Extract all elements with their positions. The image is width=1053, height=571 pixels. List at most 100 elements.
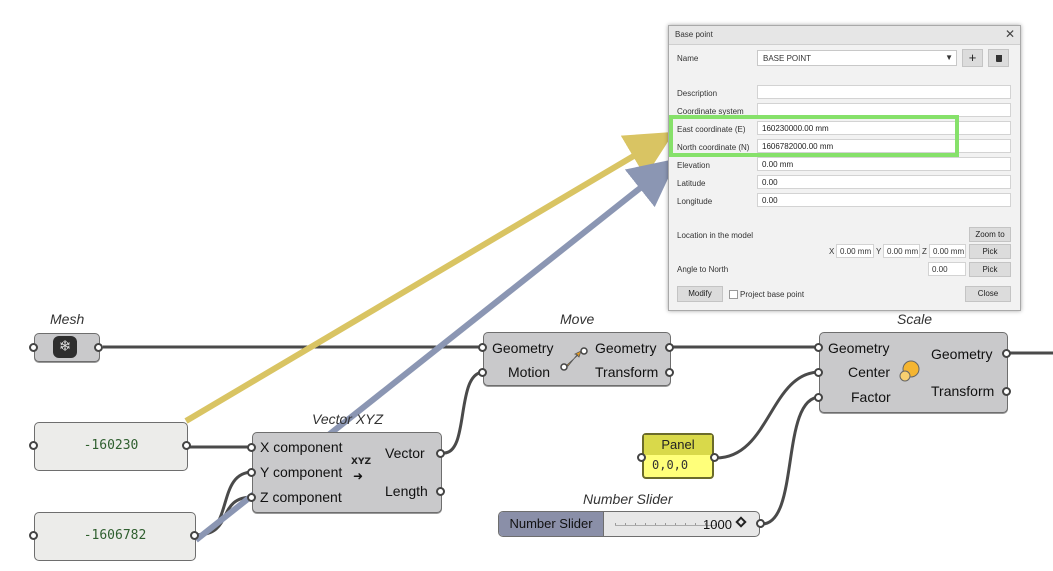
latitude-field[interactable]: 0.00 [757, 175, 1011, 189]
x-label: X [829, 247, 835, 256]
dialog-header: Base point ✕ [669, 26, 1020, 45]
scale-output-transform[interactable]: Transform [931, 383, 995, 399]
name-value: BASE POINT [763, 54, 812, 63]
move-grip-out-1[interactable] [665, 343, 674, 352]
panel-grip-out[interactable] [710, 453, 719, 462]
vector-grip-in-3[interactable] [247, 493, 256, 502]
slider-track[interactable] [615, 523, 717, 526]
scale-input-center[interactable]: Center [848, 364, 891, 380]
vector-xyz-title: Vector XYZ [312, 411, 384, 427]
elevation-field[interactable]: 0.00 mm [757, 157, 1011, 171]
wire-vector-move [443, 370, 485, 455]
scale-icon [899, 360, 920, 382]
vector-grip-in-2[interactable] [247, 468, 256, 477]
param-y-grip-in[interactable] [29, 531, 38, 540]
pick-location-button[interactable]: Pick [969, 244, 1011, 259]
move-icon [560, 347, 588, 371]
angle-to-north-label: Angle to North [677, 265, 729, 274]
param-x-component[interactable]: -160230 [34, 422, 188, 471]
panel-grip-in[interactable] [637, 453, 646, 462]
scale-grip-out-1[interactable] [1002, 349, 1011, 358]
scale-grip-in-2[interactable] [814, 368, 823, 377]
name-select[interactable]: BASE POINT ▼ [757, 50, 957, 66]
move-grip-out-2[interactable] [665, 368, 674, 377]
move-output-transform[interactable]: Transform [595, 364, 659, 380]
number-slider-component[interactable]: Number Slider 1000 [498, 511, 760, 537]
panel-component[interactable]: Panel 0,0,0 [642, 433, 714, 479]
move-input-geometry[interactable]: Geometry [492, 340, 554, 356]
param-x-grip-out[interactable] [182, 441, 191, 450]
description-field[interactable] [757, 85, 1011, 99]
mesh-output-grip[interactable] [94, 343, 103, 352]
slider-handle-icon[interactable] [735, 516, 747, 528]
param-y-value: -1606782 [83, 528, 147, 543]
vector-xyz-component[interactable]: X component Y component Z component Vect… [252, 432, 442, 513]
description-label: Description [677, 89, 718, 98]
coordinate-system-label: Coordinate system [677, 107, 744, 116]
pick-angle-button[interactable]: Pick [969, 262, 1011, 277]
add-base-point-button[interactable]: + [962, 49, 983, 67]
scale-input-geometry[interactable]: Geometry [828, 340, 890, 356]
mesh-input-grip[interactable] [29, 343, 38, 352]
slider-grip-out[interactable] [756, 519, 765, 528]
param-x-grip-in[interactable] [29, 441, 38, 450]
z-label: Z [922, 247, 927, 256]
wire-slider-scale [761, 395, 821, 526]
scale-input-factor[interactable]: Factor [851, 389, 891, 405]
move-title: Move [560, 311, 595, 327]
move-component[interactable]: Geometry Motion Geometry Transform [483, 332, 671, 386]
location-label: Location in the model [677, 231, 754, 240]
scale-output-geometry[interactable]: Geometry [931, 346, 993, 362]
vector-input-z[interactable]: Z component [260, 489, 342, 505]
close-button[interactable]: Close [965, 286, 1011, 302]
slider-value: 1000 [703, 517, 732, 532]
scale-component[interactable]: Geometry Center Factor Geometry Transfor… [819, 332, 1008, 413]
east-coordinate-field[interactable]: 160230000.00 mm [757, 121, 1011, 135]
mesh-icon: ❄ [53, 336, 77, 358]
wire-panel-scale [715, 370, 821, 460]
vector-grip-out-2[interactable] [436, 487, 445, 496]
panel-title: Panel [644, 435, 712, 455]
y-label: Y [876, 247, 882, 256]
coordinates-highlight [669, 115, 959, 157]
angle-to-north-field[interactable]: 0.00 [928, 262, 966, 276]
move-input-motion[interactable]: Motion [508, 364, 551, 380]
scale-grip-in-3[interactable] [814, 393, 823, 402]
scale-grip-out-2[interactable] [1002, 387, 1011, 396]
dialog-title: Base point [675, 30, 713, 39]
vector-grip-in-1[interactable] [247, 443, 256, 452]
move-grip-in-1[interactable] [478, 343, 487, 352]
arrow-east [184, 131, 675, 424]
scale-grip-in-1[interactable] [814, 343, 823, 352]
vector-output-vector[interactable]: Vector [385, 445, 425, 461]
move-output-geometry[interactable]: Geometry [595, 340, 657, 356]
chevron-down-icon: ▼ [945, 53, 953, 62]
mesh-component[interactable]: ❄ [34, 333, 100, 362]
elevation-label: Elevation [677, 161, 710, 170]
longitude-label: Longitude [677, 197, 713, 206]
vector-input-y[interactable]: Y component [260, 464, 343, 480]
base-point-dialog: Base point ✕ Name BASE POINT ▼ + Descrip… [668, 25, 1021, 311]
project-base-point-label: Project base point [740, 290, 805, 299]
param-y-grip-out[interactable] [190, 531, 199, 540]
panel-value: 0,0,0 [652, 458, 689, 472]
param-y-component[interactable]: -1606782 [34, 512, 196, 561]
project-base-point-checkbox[interactable] [729, 290, 738, 299]
param-x-value: -160230 [83, 438, 139, 453]
z-field[interactable]: 0.00 mm [929, 244, 966, 258]
y-field[interactable]: 0.00 mm [883, 244, 920, 258]
plus-icon: + [968, 50, 977, 65]
north-coordinate-field[interactable]: 1606782000.00 mm [757, 139, 1011, 153]
north-coordinate-label: North coordinate (N) [677, 143, 750, 152]
delete-base-point-button[interactable] [988, 49, 1009, 67]
vector-grip-out-1[interactable] [436, 449, 445, 458]
vector-input-x[interactable]: X component [260, 439, 343, 455]
close-icon[interactable]: ✕ [1004, 27, 1015, 41]
modify-button[interactable]: Modify [677, 286, 723, 302]
longitude-field[interactable]: 0.00 [757, 193, 1011, 207]
east-coordinate-label: East coordinate (E) [677, 125, 746, 134]
zoom-to-button[interactable]: Zoom to [969, 227, 1011, 242]
x-field[interactable]: 0.00 mm [836, 244, 874, 258]
move-grip-in-2[interactable] [478, 368, 487, 377]
vector-output-length[interactable]: Length [385, 483, 428, 499]
